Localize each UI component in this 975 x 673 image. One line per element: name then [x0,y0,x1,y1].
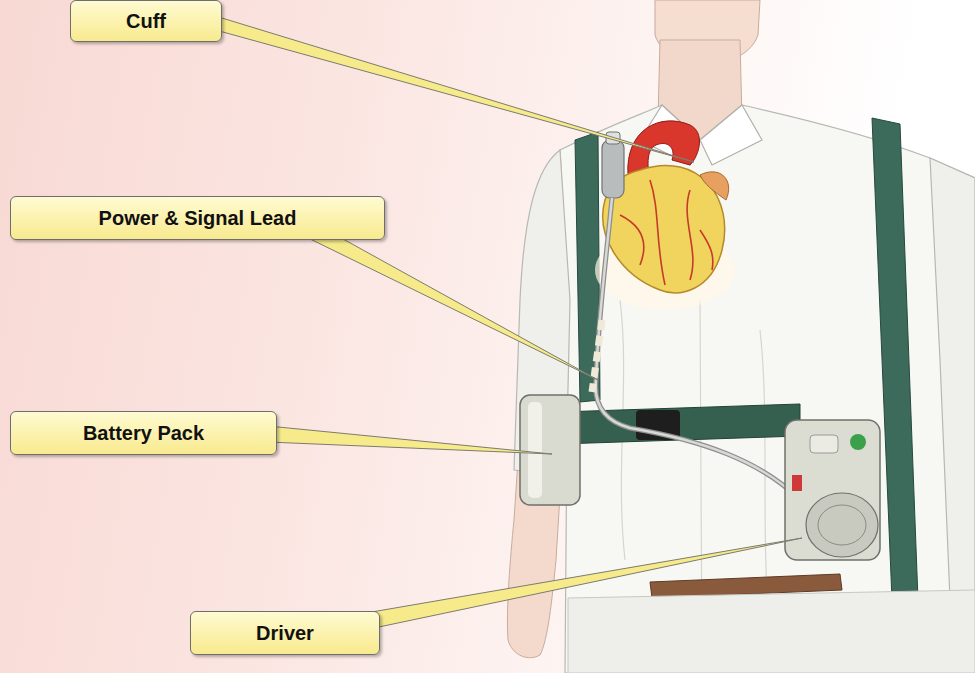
cable-coil [818,505,866,545]
callout-label: Power & Signal Lead [99,206,297,230]
leader-line [360,538,802,628]
leader-line [212,15,694,162]
callout-box: Cuff [70,0,222,42]
callout-label: Driver [256,621,314,645]
callout-box: Power & Signal Lead [10,196,385,240]
battery-highlight [528,402,542,498]
battery-pack [520,395,580,505]
driver-panel [810,435,838,453]
sleeve [930,158,975,600]
leader-line [300,234,598,380]
atrium [700,172,729,200]
lead-cable [596,198,800,500]
coronary-vessel [620,180,713,285]
leader-line [268,426,552,454]
callout-box: Battery Pack [10,411,277,455]
cable-coil [806,493,878,557]
shirt [560,105,975,673]
callout-label: Battery Pack [83,421,204,445]
callout-box: Driver [190,611,380,655]
lead-sleeve [592,320,602,392]
cuff-device [602,140,624,198]
alarm-mark [792,475,802,491]
trousers [568,590,975,673]
lead-cable [596,198,800,500]
status-light [850,434,866,450]
callout-label: Cuff [126,9,166,33]
